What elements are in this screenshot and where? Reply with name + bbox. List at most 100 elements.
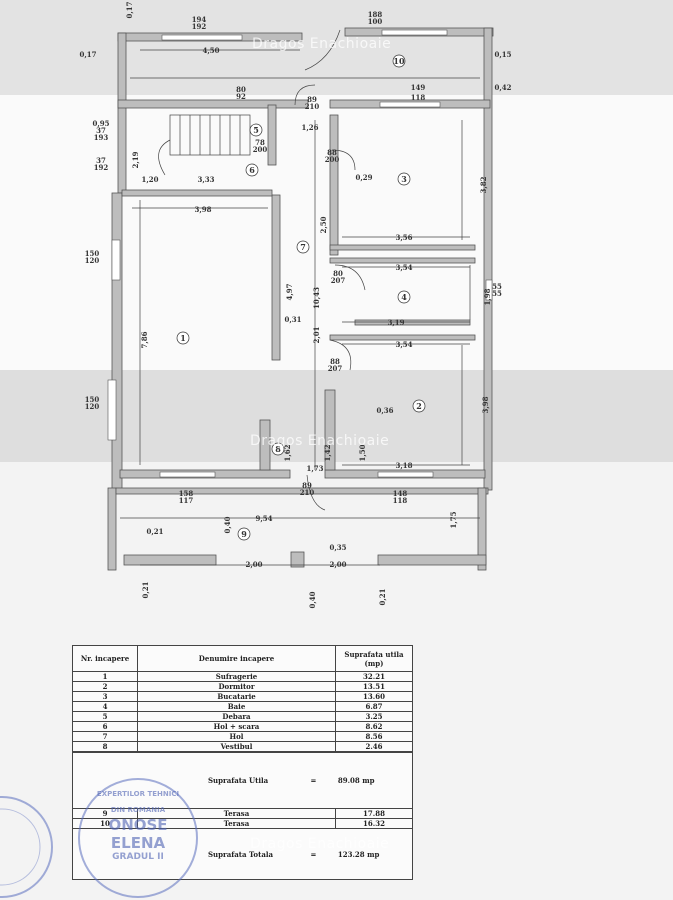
dimension-label: 3,54 xyxy=(395,263,412,272)
total-value: 123.28 mp xyxy=(337,849,380,859)
dimension-label: 149 xyxy=(411,83,426,92)
dimension-label: 1,75 xyxy=(449,511,458,528)
dimension-label: 92 xyxy=(236,92,246,101)
dimension-label: 118 xyxy=(393,496,408,505)
dimension-label: 207 xyxy=(331,276,346,285)
cell-nr: 1 xyxy=(72,671,138,682)
dimension-label: 3,18 xyxy=(395,461,412,470)
dimension-label: 0,17 xyxy=(79,50,96,59)
dimension-label: 10,43 xyxy=(312,287,321,309)
dimension-label: 2,01 xyxy=(312,326,321,343)
dimension-label: 1,50 xyxy=(358,444,367,461)
dimension-label: 0,40 xyxy=(223,516,232,533)
dimension-label: 55 xyxy=(492,282,502,291)
dimension-label: 88 xyxy=(327,148,337,157)
dimension-label: 0,95 xyxy=(92,119,109,128)
stamp-text: EXPERTILOR TEHNICI xyxy=(96,790,180,798)
header-area: Suprafata utila (mp) xyxy=(335,645,413,672)
secondary-stamp xyxy=(0,796,53,898)
room-number: 4 xyxy=(401,292,407,302)
cell-name: Debara xyxy=(137,711,336,722)
dimension-label: 158 xyxy=(179,489,194,498)
cell-area: 6.87 xyxy=(335,701,413,712)
dimension-label: 78 xyxy=(255,138,265,147)
dimension-label: 80 xyxy=(333,269,343,278)
useful-label: Suprafata Utila xyxy=(208,776,269,785)
dimension-label: 150 xyxy=(85,395,100,404)
dimension-label: 120 xyxy=(85,402,100,411)
dimension-label: 3,56 xyxy=(395,233,412,242)
dimension-label: 100 xyxy=(368,17,383,26)
room-number: 7 xyxy=(300,242,306,252)
dimension-label: 3,82 xyxy=(479,176,488,193)
dimension-label: 2,50 xyxy=(319,216,328,233)
dimension-label: 188 xyxy=(368,10,383,19)
dimension-label: 0,17 xyxy=(125,1,134,18)
dimension-label: 0,21 xyxy=(378,588,387,605)
dimension-label: 37 xyxy=(96,156,106,165)
cell-area: 8.62 xyxy=(335,721,413,732)
dimension-label: 1,98 xyxy=(483,288,492,305)
stamp-text: ONOSE xyxy=(108,816,168,834)
cell-area: 16.32 xyxy=(335,818,413,829)
cell-name: Sufragerie xyxy=(137,671,336,682)
dimension-label: 80 xyxy=(236,85,246,94)
dimension-label: 200 xyxy=(325,155,340,164)
cell-area: 13.51 xyxy=(335,681,413,692)
dimension-label: 0,31 xyxy=(284,315,301,324)
dimension-label: 3,98 xyxy=(194,205,211,214)
watermark: Dragos Enachioaie xyxy=(250,836,390,852)
dimension-label: 1,62 xyxy=(283,444,292,461)
dimension-label: 118 xyxy=(411,93,426,102)
room-number: 8 xyxy=(275,444,281,454)
dimension-label: 89 xyxy=(307,95,317,104)
dimension-label: 210 xyxy=(305,102,320,111)
room-number: 2 xyxy=(416,401,422,411)
cell-name: Hol xyxy=(137,731,336,742)
dimension-label: 192 xyxy=(94,163,109,172)
dimension-label: 210 xyxy=(300,488,315,497)
dimension-label: 3,19 xyxy=(387,318,404,327)
room-number: 10 xyxy=(393,56,405,66)
header-name: Denumire incapere xyxy=(137,645,336,672)
cell-area: 32.21 xyxy=(335,671,413,682)
dimension-label: 0,15 xyxy=(494,50,511,59)
dimension-label: 120 xyxy=(85,256,100,265)
cell-name: Bucatarie xyxy=(137,691,336,702)
dimension-label: 88 xyxy=(330,357,340,366)
cell-name: Dormitor xyxy=(137,681,336,692)
dimension-label: 37 xyxy=(96,126,106,135)
room-number: 9 xyxy=(241,529,247,539)
cell-nr: 5 xyxy=(72,711,138,722)
dimension-label: 207 xyxy=(328,364,343,373)
dimension-label: 2,00 xyxy=(329,560,346,569)
cell-nr: 4 xyxy=(72,701,138,712)
room-number: 5 xyxy=(253,125,259,135)
dimension-label: 3,98 xyxy=(481,396,490,413)
dimension-label: 55 xyxy=(492,289,502,298)
dimension-label: 0,29 xyxy=(355,173,372,182)
dimension-label: 194 xyxy=(192,15,207,24)
cell-name: Hol + scara xyxy=(137,721,336,732)
cell-area: 17.88 xyxy=(335,808,413,819)
cell-nr: 8 xyxy=(72,741,138,753)
cell-name: Baie xyxy=(137,701,336,712)
watermark: Dragos Enachioaie xyxy=(252,36,392,52)
dimension-label: 192 xyxy=(192,22,207,31)
dimension-label: 89 xyxy=(302,481,312,490)
dimension-label: 1,42 xyxy=(323,444,332,461)
total-eq: = xyxy=(310,849,317,859)
cell-nr: 3 xyxy=(72,691,138,702)
cell-nr: 6 xyxy=(72,721,138,732)
dimension-label: 3,54 xyxy=(395,340,412,349)
dimension-label: 148 xyxy=(393,489,408,498)
useful-eq: = xyxy=(310,776,317,785)
dimension-label: 193 xyxy=(94,133,109,142)
cell-area: 8.56 xyxy=(335,731,413,742)
